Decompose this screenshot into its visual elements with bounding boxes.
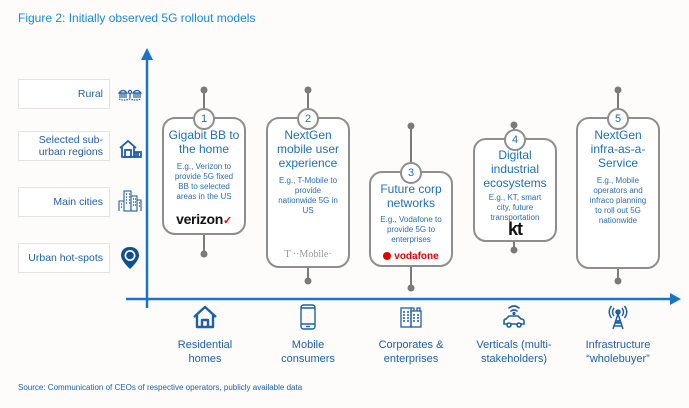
smartphone-icon xyxy=(300,304,316,330)
model-title: NextGen infra-as-a-Service xyxy=(590,128,646,170)
home-icon xyxy=(193,305,217,329)
model-description: E.g., Verizon to provide 5G fixed BB to … xyxy=(174,162,234,201)
model-description: E.g., Vodafone to provide 5G to enterpri… xyxy=(380,215,442,244)
location-pin-icon xyxy=(121,247,139,269)
model-description: E.g., T-Mobile to provide nationwide 5G … xyxy=(278,176,338,215)
antenna-tower-icon xyxy=(608,305,628,330)
y-category-urban-hotspots: Urban hot-spots xyxy=(18,243,110,273)
y-category-label: Rural xyxy=(77,88,103,100)
vodafone-logo-text: vodafone xyxy=(394,251,439,262)
model-card-2: 2 NextGen mobile user experience E.g., T… xyxy=(266,108,350,268)
rural-houses-icon xyxy=(118,89,142,101)
x-category-corporates: Corporates &enterprises xyxy=(361,304,461,366)
vodafone-drop-icon xyxy=(383,252,392,260)
model-title: NextGen mobile user experience xyxy=(276,128,340,170)
x-category-label: Corporates &enterprises xyxy=(378,339,444,365)
y-axis-arrow xyxy=(141,48,153,60)
x-category-verticals: Verticals (multi-stakeholders) xyxy=(464,304,564,366)
y-category-suburban: Selected sub-urban regions xyxy=(18,131,110,161)
connected-car-icon xyxy=(503,305,525,328)
kt-logo-text: kt xyxy=(507,219,523,239)
model-title: Future corp networks xyxy=(380,182,442,210)
verizon-logo-text: verizon xyxy=(176,211,223,227)
figure-title: Figure 2: Initially observed 5G rollout … xyxy=(18,11,256,25)
model-number-badge: 3 xyxy=(400,162,422,184)
model-number-badge: 1 xyxy=(193,108,215,130)
t-mobile-logo: T ··Mobile· xyxy=(268,249,348,260)
t-mobile-logo-text: T ··Mobile· xyxy=(284,249,332,260)
x-category-label: Verticals (multi-stakeholders) xyxy=(476,339,552,365)
x-category-label: Infrastructure“wholebuyer” xyxy=(585,339,651,365)
model-number-badge: 5 xyxy=(607,108,629,130)
y-category-label: Urban hot-spots xyxy=(28,252,103,264)
figure-source: Source: Communication of CEOs of respect… xyxy=(18,383,303,392)
suburban-house-icon xyxy=(119,139,142,158)
y-category-rural: Rural xyxy=(18,79,110,109)
y-category-label: Selected sub-urban regions xyxy=(38,134,103,158)
y-category-label: Main cities xyxy=(53,196,103,208)
y-category-main-cities: Main cities xyxy=(18,187,110,217)
model-card-1: 1 Gigabit BB to the home E.g., Verizon t… xyxy=(162,108,246,235)
model-title: Gigabit BB to the home xyxy=(168,128,240,156)
verizon-logo: verizon✓ xyxy=(164,211,244,227)
model-description: E.g., KT, smart city, future transportat… xyxy=(488,193,542,222)
model-description: E.g., Mobile operators and infraco plann… xyxy=(589,176,647,225)
model-title: Digital industrial ecosystems xyxy=(483,148,547,190)
city-buildings-icon xyxy=(118,190,142,212)
office-building-icon xyxy=(400,307,422,328)
x-axis-arrow xyxy=(670,293,681,305)
verizon-check-icon: ✓ xyxy=(223,215,232,227)
x-category-infrastructure: Infrastructure“wholebuyer” xyxy=(568,304,668,366)
model-card-4: 4 Digital industrial ecosystems E.g., KT… xyxy=(473,129,557,242)
model-number-badge: 4 xyxy=(504,129,526,151)
model-number-badge: 2 xyxy=(297,108,319,130)
vodafone-logo: vodafone xyxy=(371,251,451,262)
kt-logo: kt xyxy=(475,219,555,240)
model-card-5: 5 NextGen infra-as-a-Service E.g., Mobil… xyxy=(576,108,660,269)
model-card-3: 3 Future corp networks E.g., Vodafone to… xyxy=(369,162,453,267)
